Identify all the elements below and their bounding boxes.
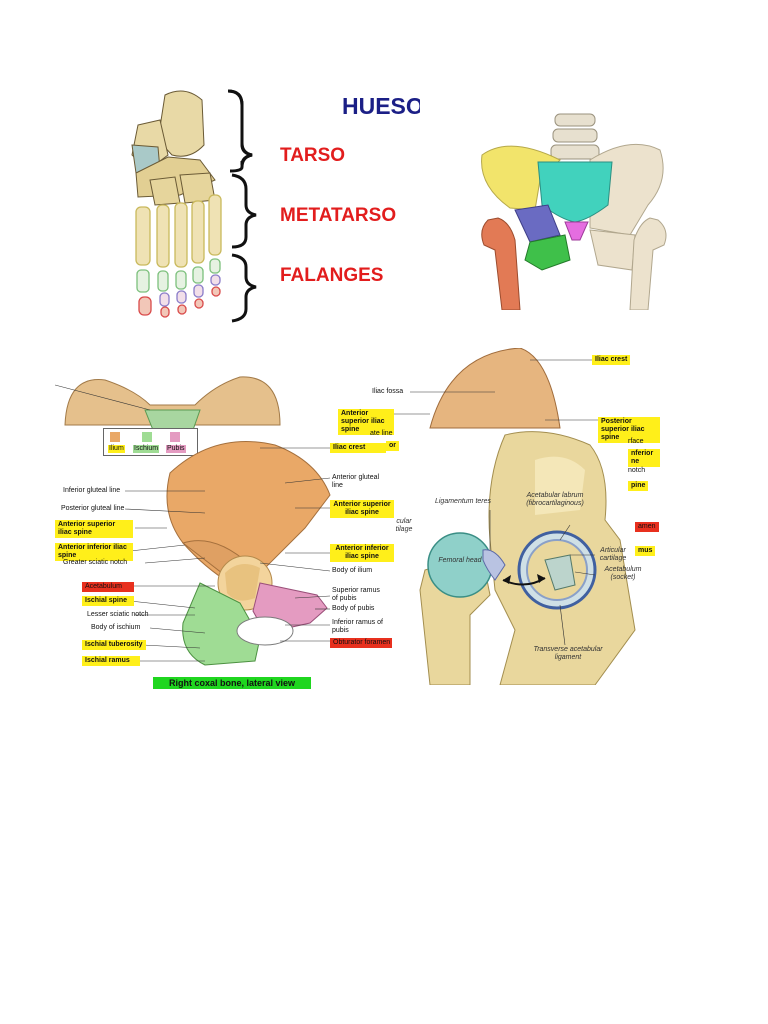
transverse-ligament-label: Transverse acetabular ligament xyxy=(533,646,603,661)
aiis-coxal-right-label: Anterior inferior iliac spine xyxy=(330,544,394,562)
legend-ilium: Ilium xyxy=(108,445,125,453)
legend-swatch-ischium xyxy=(142,432,152,442)
iliac-fossa-label: Iliac fossa xyxy=(372,388,404,395)
ilium-medial-view: Iliac crest Iliac fossa Anterior superio… xyxy=(330,348,660,498)
notch-label: notch xyxy=(628,467,646,474)
iliac-crest-coxal-label: Iliac crest xyxy=(330,443,386,453)
body-of-ilium-label: Body of ilium xyxy=(332,567,373,574)
femoral-head-label: Femoral head xyxy=(438,557,482,564)
anterior-gluteal-line-label: Anterior gluteal line xyxy=(332,474,380,489)
superior-ramus-pubis-label: Superior ramus of pubis xyxy=(332,587,380,602)
legend: Ilium Ischium Pubis xyxy=(103,428,198,456)
body-of-ischium-label: Body of ischium xyxy=(91,624,141,631)
foot-diagram: HUESO TARSO METATARSO FALANGES xyxy=(110,85,420,330)
falanges-label: FALANGES xyxy=(280,265,384,286)
foot-title: HUESO xyxy=(342,93,420,119)
articular-cartilage-label: Articular cartilage xyxy=(599,547,627,562)
hip-joint-diagram: Ligamentum teres Acetabular labrum (fibr… xyxy=(395,430,663,685)
ate-line-label: ate line xyxy=(370,430,393,437)
pelvis-top-view xyxy=(55,355,285,435)
legend-swatch-ilium xyxy=(110,432,120,442)
legend-ischium: Ischium xyxy=(133,445,160,453)
body-of-pubis-label: Body of pubis xyxy=(332,605,375,612)
metatarso-label: METATARSO xyxy=(280,205,397,226)
inferior-gluteal-line-label: Inferior gluteal line xyxy=(63,487,121,494)
or-partial-label: or xyxy=(386,441,399,451)
nferior-ne-label: nferior ne xyxy=(628,449,660,467)
ischial-spine-label: Ischial spine xyxy=(82,596,134,606)
asis-label: Anterior superior iliac spine xyxy=(338,409,394,435)
greater-sciatic-notch-label: Greater sciatic notch xyxy=(63,559,128,566)
partial-foramen-label: amen xyxy=(635,522,659,532)
coxal-caption: Right coxal bone, lateral view xyxy=(153,677,311,689)
posterior-gluteal-line-label: Posterior gluteal line xyxy=(61,505,125,512)
partial-cartilage-label: cular tilage xyxy=(395,518,413,533)
acetabulum-label: Acetabulum xyxy=(82,582,134,592)
psis-label: Posterior superior iliac spine xyxy=(598,417,660,443)
tarso-label: TARSO xyxy=(280,145,346,166)
ischial-tuberosity-label: Ischial tuberosity xyxy=(82,640,146,650)
obturator-foramen-label: Obturator foramen xyxy=(330,638,392,648)
lesser-sciatic-notch-label: Lesser sciatic notch xyxy=(87,611,149,618)
iliac-crest-label: Iliac crest xyxy=(592,355,631,365)
partial-ramus-label: mus xyxy=(635,546,656,556)
acetabulum-socket-label: Acetabulum (socket) xyxy=(604,566,642,581)
foot-bones-illustration xyxy=(131,89,257,323)
acetabular-labrum-label: Acetabular labrum (fibrocartilaginous) xyxy=(526,492,584,507)
legend-swatch-pubis xyxy=(170,432,180,442)
inferior-ramus-pubis-label: Inferior ramus of pubis xyxy=(332,619,383,634)
coxal-bone-diagram: Inferior gluteal line Posterior gluteal … xyxy=(55,433,395,693)
ischial-ramus-label: Ischial ramus xyxy=(82,656,140,666)
legend-pubis: Pubis xyxy=(166,445,186,453)
aiis-coxal-left-label: Anterior inferior iliac spine xyxy=(55,543,133,561)
rface-label: rface xyxy=(628,438,644,445)
ligamentum-teres-label: Ligamentum teres xyxy=(434,498,492,505)
pelvis-illustration xyxy=(470,110,680,310)
asis-coxal-left-label: Anterior superior iliac spine xyxy=(55,520,133,538)
pine-label: pine xyxy=(628,481,649,491)
asis-coxal-right-label: Anterior superior iliac spine xyxy=(330,500,394,518)
